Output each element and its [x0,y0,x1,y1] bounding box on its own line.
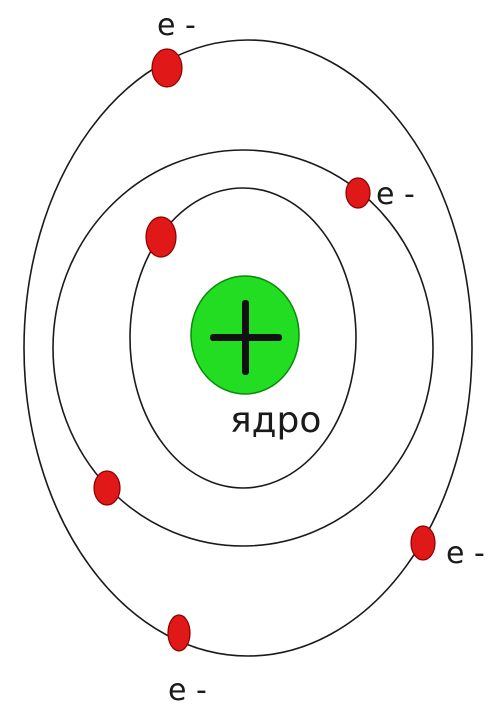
electron-label-middle-right: e - [376,177,415,212]
electron-outer-right [411,526,435,560]
nucleus-label: ядро [230,400,321,441]
electron-middle-left [94,471,120,505]
nucleus [191,276,299,394]
electron-label-bottom: e - [168,673,207,706]
electron-label-top: e - [157,8,196,43]
electron-inner-left [146,217,176,257]
electron-outer-top [152,49,182,87]
electron-middle-right [346,178,370,208]
electron-label-outer-right: e - [446,536,485,571]
electron-outer-bottom [168,615,190,651]
